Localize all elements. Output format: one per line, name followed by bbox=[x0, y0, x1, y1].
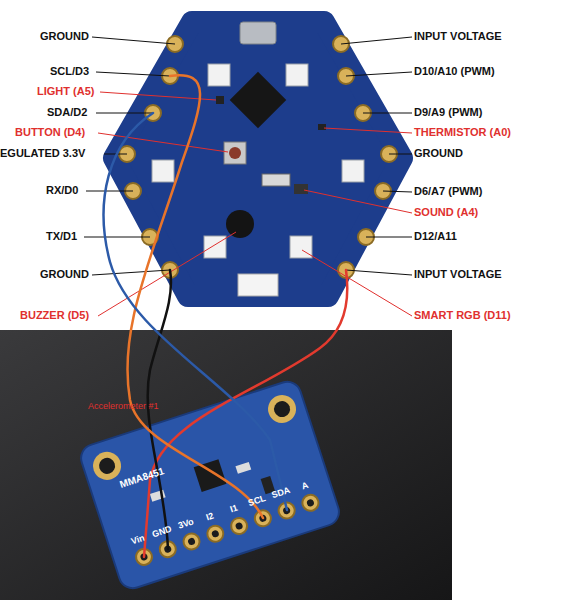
neopixel-led bbox=[342, 160, 364, 182]
mounting-hole bbox=[272, 399, 292, 419]
leader-line bbox=[346, 72, 412, 76]
silk-pin-label: SDA bbox=[271, 486, 292, 500]
leader-line bbox=[98, 133, 228, 152]
scl-wire bbox=[127, 75, 263, 518]
pin-label: GROUND bbox=[40, 31, 89, 42]
silk-pin-label: I1 bbox=[229, 503, 239, 514]
pin-label: EGULATED 3.3V bbox=[0, 148, 85, 159]
leader-line bbox=[96, 113, 153, 114]
silk-pin-label: GND bbox=[151, 525, 173, 540]
push-button bbox=[224, 142, 246, 164]
part-note: Accelerometer #1 bbox=[88, 402, 159, 411]
buzzer bbox=[226, 210, 254, 238]
sensor-label: SOUND (A4) bbox=[414, 207, 478, 218]
neopixel-led bbox=[290, 236, 312, 258]
leader-line bbox=[341, 37, 412, 44]
pin-label: D12/A11 bbox=[414, 231, 457, 242]
pin-label: TX/D1 bbox=[46, 231, 77, 242]
sda-wire bbox=[104, 113, 287, 510]
smd-part bbox=[235, 462, 251, 474]
silk-pin-label: Vin bbox=[130, 533, 146, 546]
silk-pin-label: I2 bbox=[205, 511, 215, 522]
sensor-label: BUTTON (D4) bbox=[15, 127, 85, 138]
silk-pin-label: SCL bbox=[247, 494, 267, 508]
push-button-cap bbox=[229, 147, 241, 159]
leader-line bbox=[346, 270, 412, 275]
usb-connector bbox=[240, 22, 276, 44]
leader-line bbox=[363, 113, 412, 114]
mounting-hole bbox=[89, 448, 124, 483]
silk-pin-label: A bbox=[300, 480, 309, 491]
neopixel-led bbox=[208, 64, 230, 86]
neopixel-led bbox=[286, 64, 308, 86]
pin-label: INPUT VOLTAGE bbox=[414, 31, 502, 42]
pin-hole bbox=[235, 522, 244, 531]
leader-line bbox=[302, 250, 412, 316]
light-sensor bbox=[216, 96, 224, 104]
pin-label: RX/D0 bbox=[46, 185, 78, 196]
leader-line bbox=[383, 191, 412, 192]
pin-hole bbox=[211, 529, 220, 538]
microphone bbox=[294, 184, 308, 194]
header-pin bbox=[205, 524, 225, 544]
sensor-label: SMART RGB (D11) bbox=[414, 310, 511, 321]
silk-pin-label: 3Vo bbox=[177, 518, 195, 531]
leader-line bbox=[84, 237, 150, 238]
leader-line bbox=[92, 270, 170, 275]
power-wire bbox=[144, 270, 347, 557]
pin-hole bbox=[306, 498, 315, 507]
slide-switch bbox=[262, 174, 290, 186]
pin-label: GROUND bbox=[414, 148, 463, 159]
microcontroller-chip bbox=[230, 72, 287, 129]
breakout-board bbox=[77, 378, 342, 592]
pin-label: GROUND bbox=[40, 269, 89, 280]
board-outline bbox=[114, 22, 402, 296]
leader-line bbox=[389, 154, 412, 155]
pin-hole bbox=[187, 537, 196, 546]
leader-line bbox=[86, 191, 133, 192]
pin-label: SCL/D3 bbox=[50, 66, 89, 77]
neopixel-led bbox=[152, 160, 174, 182]
mounting-hole bbox=[264, 391, 299, 426]
pin-label: D9/A9 (PWM) bbox=[414, 107, 482, 118]
leader-line bbox=[366, 237, 412, 238]
mounting-hole bbox=[97, 456, 117, 476]
header-pin bbox=[229, 516, 249, 536]
leader-line bbox=[304, 190, 412, 213]
header-pin bbox=[300, 493, 320, 513]
pin-label: D10/A10 (PWM) bbox=[414, 66, 495, 77]
leader-line bbox=[96, 72, 170, 76]
pin-label: INPUT VOLTAGE bbox=[414, 269, 502, 280]
leader-line bbox=[92, 37, 175, 44]
sensor-label: THERMISTOR (A0) bbox=[414, 127, 511, 138]
leader-line bbox=[98, 232, 236, 316]
neopixel-led bbox=[204, 236, 226, 258]
sensor-label: BUZZER (D5) bbox=[20, 310, 89, 321]
header-pin bbox=[181, 531, 201, 551]
battery-connector bbox=[238, 274, 278, 296]
photo-backdrop bbox=[0, 330, 452, 600]
pin-label: SDA/D2 bbox=[47, 107, 87, 118]
chip-name: MMA8451 bbox=[119, 466, 166, 490]
sensor-label: LIGHT (A5) bbox=[37, 86, 94, 97]
pin-label: D6/A7 (PWM) bbox=[414, 186, 482, 197]
thermistor bbox=[318, 124, 326, 130]
leader-line bbox=[324, 128, 412, 133]
